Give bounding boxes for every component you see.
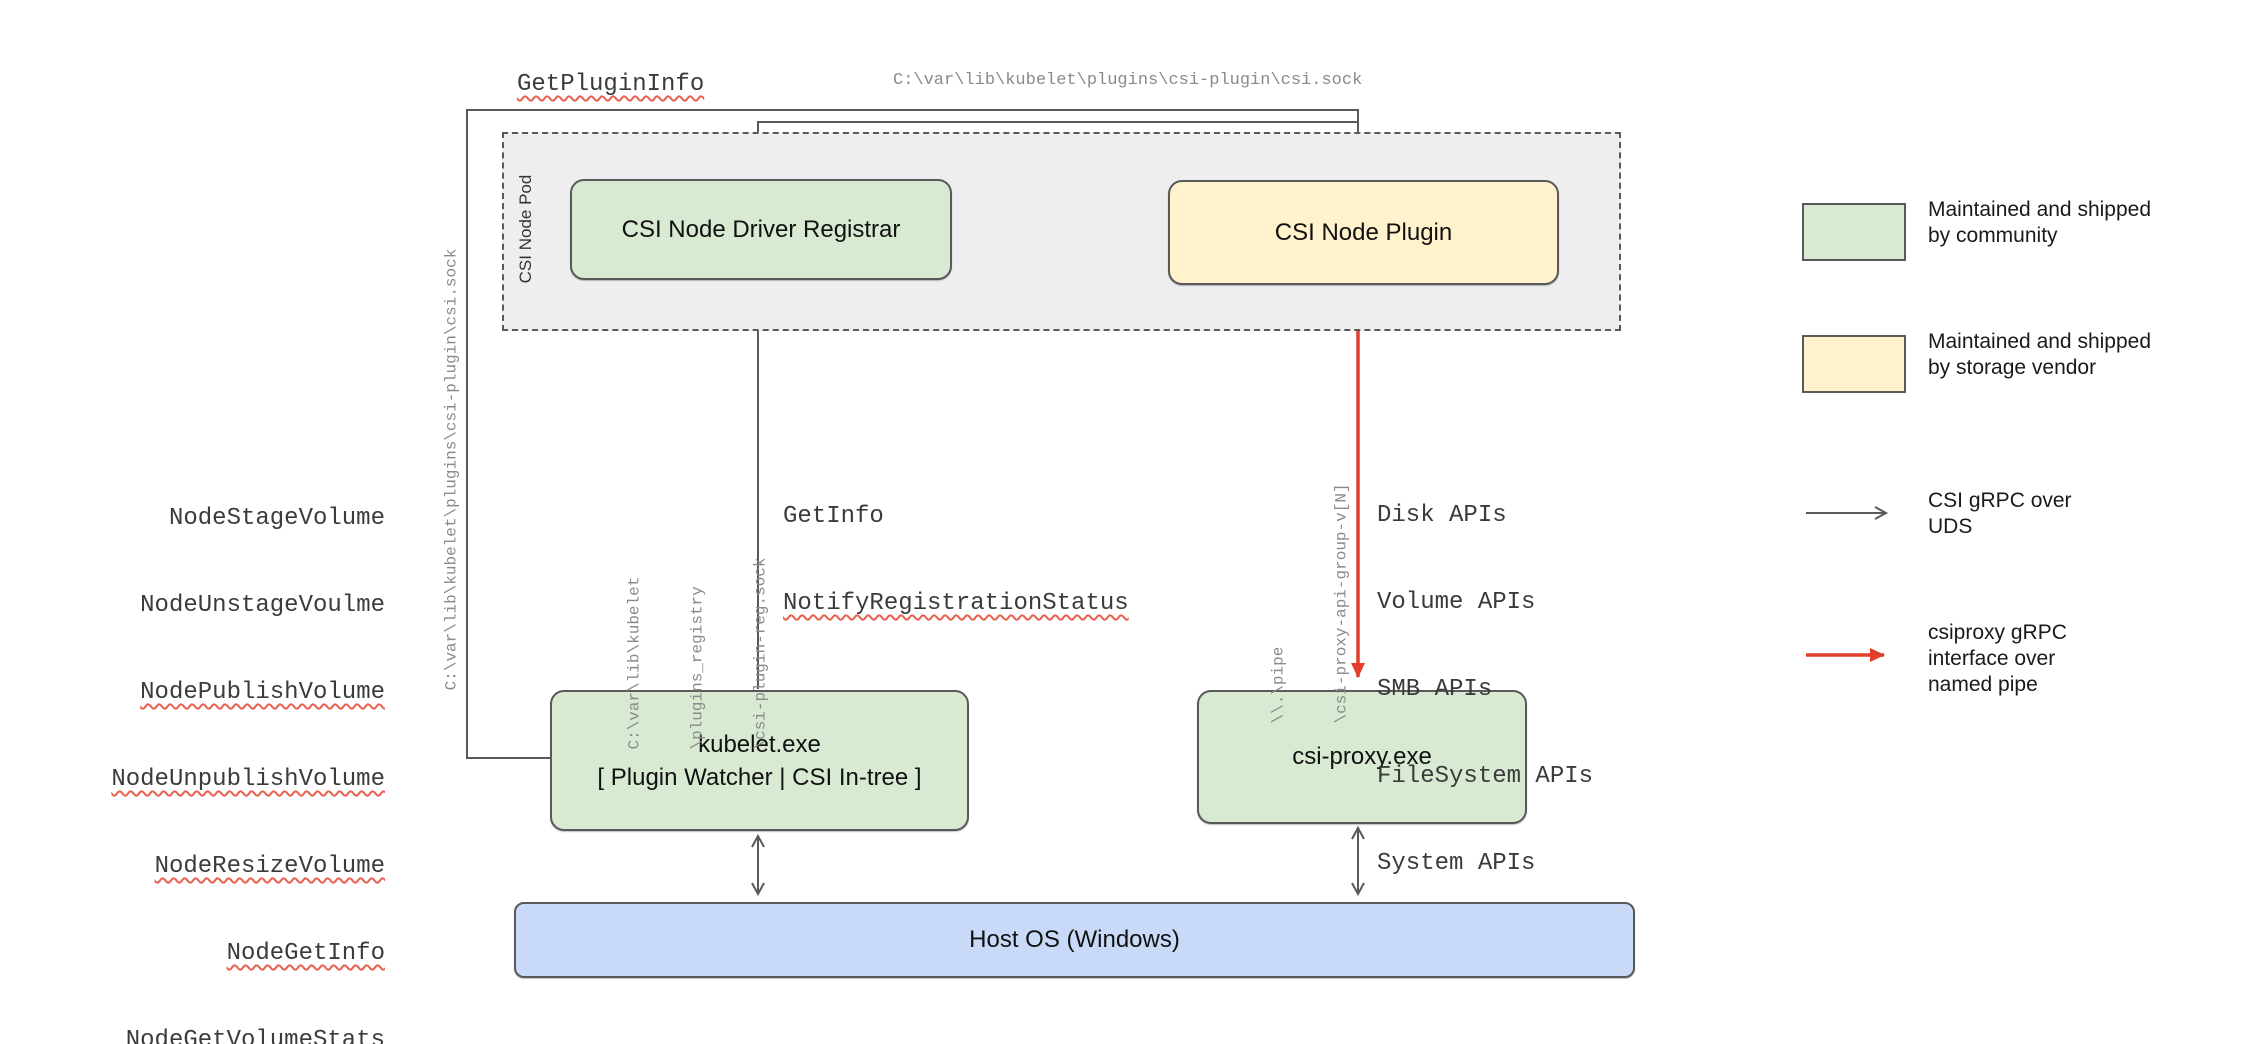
legend-pipe-line: named pipe (1928, 673, 2038, 696)
csi-proxy-label: csi-proxy.exe (1292, 743, 1432, 770)
legend-vendor-line: by storage vendor (1928, 356, 2097, 379)
arrow-kubelet-getplugininfo-to-plugin (466, 109, 1365, 759)
named-pipe-path-label: \\.\pipe \csi-proxy-api-group-v[N] (1227, 479, 1395, 724)
legend-community-line: Maintained and shipped (1928, 198, 2152, 221)
registry-socket-line: C:\var\lib\kubelet (625, 576, 644, 750)
kubelet-label-line2: [ Plugin Watcher | CSI In-tree ] (597, 763, 922, 791)
legend-community-swatch (1802, 203, 1906, 261)
proxy-api-item: System APIs (1377, 850, 1536, 877)
node-rpc-item: NodeUnpublishVolume (111, 766, 385, 793)
proxy-api-item: FileSystem APIs (1377, 763, 1594, 790)
host-os-box: Host OS (Windows) (514, 902, 1635, 978)
legend-vendor-swatch (1802, 335, 1906, 393)
node-rpc-item: NodeResizeVolume (154, 853, 385, 880)
legend-pipe-line: interface over (1928, 647, 2056, 670)
node-rpc-item: NodeStageVolume (168, 505, 385, 532)
legend-vendor-text: Maintained and shipped by storage vendor (1928, 329, 2151, 381)
proxy-api-list: Disk APIs Volume APIs SMB APIs FileSyste… (1377, 443, 1593, 936)
kubelet-label-line1: kubelet.exe (698, 730, 821, 758)
kubelet-box: kubelet.exe [ Plugin Watcher | CSI In-tr… (550, 690, 969, 831)
legend-uds-text: CSI gRPC over UDS (1928, 488, 2072, 540)
node-rpc-item: NodeGetInfo (226, 940, 385, 967)
legend-uds-line: UDS (1928, 515, 1973, 538)
csi-node-plugin-label: CSI Node Plugin (1274, 218, 1453, 246)
named-pipe-line: \\.\pipe (1269, 646, 1288, 724)
get-info-label: GetInfo (783, 503, 884, 530)
registry-socket-line: \csi-plugin-reg.sock (751, 557, 770, 750)
node-rpc-item: NodeUnstageVoulme (140, 592, 385, 619)
registry-socket-path-label: C:\var\lib\kubelet \plugins_registry \cs… (583, 550, 814, 750)
notify-registration-status-label: NotifyRegistrationStatus (783, 590, 1129, 617)
named-pipe-line: \csi-proxy-api-group-v[N] (1332, 483, 1351, 724)
csi-node-driver-registrar-label: CSI Node Driver Registrar (621, 215, 901, 243)
legend-uds-line: CSI gRPC over (1928, 489, 2072, 512)
csi-socket-path-label-vertical: C:\var\lib\kubelet\plugins\csi-plugin\cs… (442, 248, 461, 691)
csi-node-driver-registrar-box: CSI Node Driver Registrar (570, 179, 952, 280)
node-rpc-list: NodeStageVolume NodeUnstageVoulme NodePu… (85, 446, 385, 1044)
csi-node-pod-label: CSI Node Pod (516, 174, 535, 284)
get-plugin-info-label: GetPluginInfo (517, 71, 705, 98)
csi-socket-path-label-top: C:\var\lib\kubelet\plugins\csi-plugin\cs… (893, 71, 1363, 90)
legend-vendor-line: Maintained and shipped (1928, 330, 2152, 353)
csi-node-pod-label-wrap: CSI Node Pod (471, 175, 581, 284)
proxy-api-item: Disk APIs (1377, 502, 1507, 529)
node-rpc-item: NodeGetVolumeStats (125, 1027, 385, 1044)
proxy-api-item: Volume APIs (1377, 589, 1536, 616)
legend-community-line: by community (1928, 224, 2058, 247)
csi-node-plugin-box: CSI Node Plugin (1168, 180, 1559, 285)
registry-socket-line: \plugins_registry (688, 586, 707, 750)
csi-proxy-box: csi-proxy.exe (1197, 690, 1527, 824)
host-os-label: Host OS (Windows) (969, 926, 1180, 953)
legend-pipe-text: csiproxy gRPC interface over named pipe (1928, 620, 2067, 698)
registration-rpc-block: GetInfo NotifyRegistrationStatus (783, 444, 1129, 676)
legend-community-text: Maintained and shipped by community (1928, 197, 2151, 249)
proxy-api-item: SMB APIs (1377, 676, 1493, 703)
node-rpc-item: NodePublishVolume (140, 679, 385, 706)
legend-pipe-line: csiproxy gRPC (1928, 621, 2067, 644)
